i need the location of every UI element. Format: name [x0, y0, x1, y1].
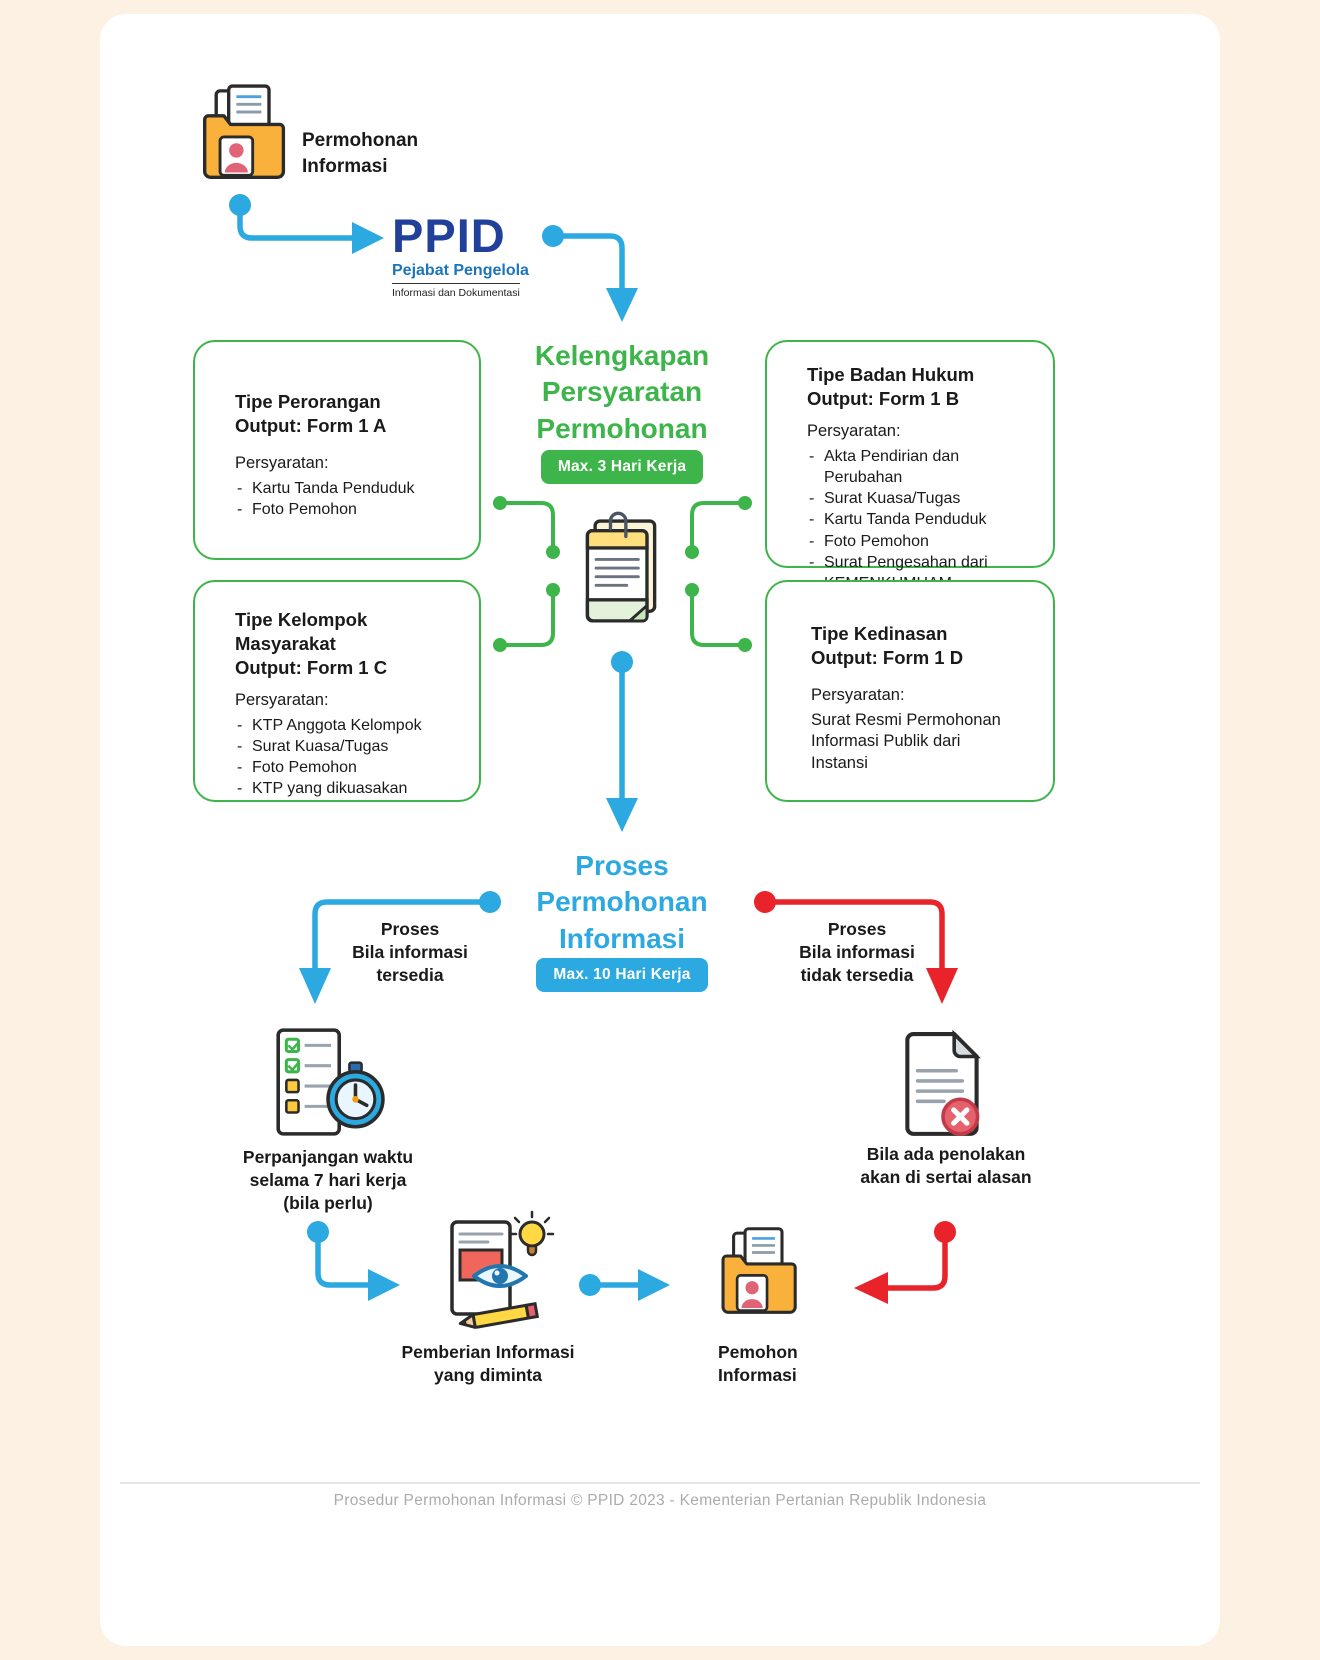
type-box-kedinasan-paragraph: Surat Resmi Permohonan Informasi Publik … — [811, 710, 1001, 773]
ppid-logo: PPID Pejabat Pengelola Informasi dan Dok… — [392, 212, 529, 299]
type-box-kedinasan: Tipe Kedinasan Output: Form 1 D Persyara… — [765, 580, 1055, 802]
type-box-badan-hukum-req-label: Persyaratan: — [807, 422, 901, 441]
type-box-perorangan-req-label: Persyaratan: — [235, 454, 329, 473]
type-box-kelompok-list: KTP Anggota Kelompok Surat Kuasa/Tugas F… — [235, 715, 449, 800]
ppid-logo-acronym: PPID — [392, 209, 506, 262]
type-box-kelompok: Tipe Kelompok Masyarakat Output: Form 1 … — [193, 580, 481, 802]
infographic-card — [100, 14, 1220, 1646]
note-available: Proses Bila informasi tersedia — [352, 919, 468, 985]
requirements-badge: Max. 3 Hari Kerja — [540, 450, 704, 484]
type-box-kedinasan-title: Tipe Kedinasan Output: Form 1 D — [811, 623, 964, 669]
footer-divider — [120, 1482, 1200, 1484]
requirement-item: Surat Kuasa/Tugas — [807, 488, 1039, 510]
process-badge-wrap: Max. 10 Hari Kerja — [472, 958, 772, 992]
delivery-information-icon — [430, 1210, 556, 1334]
type-box-badan-hukum: Tipe Badan Hukum Output: Form 1 B Persya… — [765, 340, 1055, 595]
requirement-item: Akta Pendirian dan Perubahan — [807, 446, 1039, 489]
note-unavailable: Proses Bila informasi tidak tersedia — [799, 919, 915, 985]
requirements-badge-wrap: Max. 3 Hari Kerja — [472, 450, 772, 484]
requirement-item: Foto Pemohon — [235, 757, 449, 779]
footer-text: Prosedur Permohonan Informasi © PPID 202… — [333, 1492, 987, 1509]
type-box-badan-hukum-title: Tipe Badan Hukum Output: Form 1 B — [807, 364, 975, 410]
requirement-item: Kartu Tanda Penduduk — [807, 509, 1039, 531]
ppid-logo-line2: Informasi dan Dokumentasi — [392, 283, 520, 299]
type-box-perorangan-list: Kartu Tanda Penduduk Foto Pemohon — [235, 478, 449, 521]
caption-extension: Perpanjangan waktu selama 7 hari kerja (… — [242, 1147, 414, 1213]
caption-rejection: Bila ada penolakan akan di sertai alasan — [860, 1144, 1032, 1187]
start-label: Permohonan Informasi — [302, 130, 419, 177]
type-box-perorangan-title: Tipe Perorangan Output: Form 1 A — [235, 391, 387, 437]
extension-checklist-clock-icon — [266, 1026, 386, 1140]
requirement-item: KTP yang dikuasakan — [235, 778, 449, 800]
rejection-document-icon — [899, 1029, 989, 1140]
stage-requirements-title: Kelengkapan Persyaratan Permohonan — [534, 340, 710, 444]
caption-delivery: Pemberian Informasi yang diminta — [401, 1342, 575, 1385]
requirement-item: Foto Pemohon — [235, 499, 449, 521]
requirement-item: KTP Anggota Kelompok — [235, 715, 449, 737]
type-box-kedinasan-req-label: Persyaratan: — [811, 686, 905, 705]
caption-requester: Pemohon Informasi — [718, 1342, 798, 1385]
type-box-perorangan: Tipe Perorangan Output: Form 1 A Persyar… — [193, 340, 481, 560]
requirement-item: Surat Pengesahan dari — [807, 552, 1039, 574]
type-box-kelompok-title: Tipe Kelompok Masyarakat Output: Form 1 … — [235, 609, 388, 679]
requirement-item: Surat Kuasa/Tugas — [235, 736, 449, 758]
requirement-item: Kartu Tanda Penduduk — [235, 478, 449, 500]
type-box-kelompok-req-label: Persyaratan: — [235, 691, 329, 710]
type-box-badan-hukum-list: Akta Pendirian dan Perubahan Surat Kuasa… — [807, 446, 1039, 595]
request-documents-icon — [574, 506, 670, 634]
stage-process-title: Proses Permohonan Informasi — [536, 850, 708, 954]
request-folder-icon — [197, 83, 293, 189]
ppid-logo-line1: Pejabat Pengelola — [392, 262, 529, 279]
requester-folder-icon — [716, 1226, 804, 1323]
process-badge: Max. 10 Hari Kerja — [536, 958, 708, 992]
requirement-item: Foto Pemohon — [807, 531, 1039, 553]
